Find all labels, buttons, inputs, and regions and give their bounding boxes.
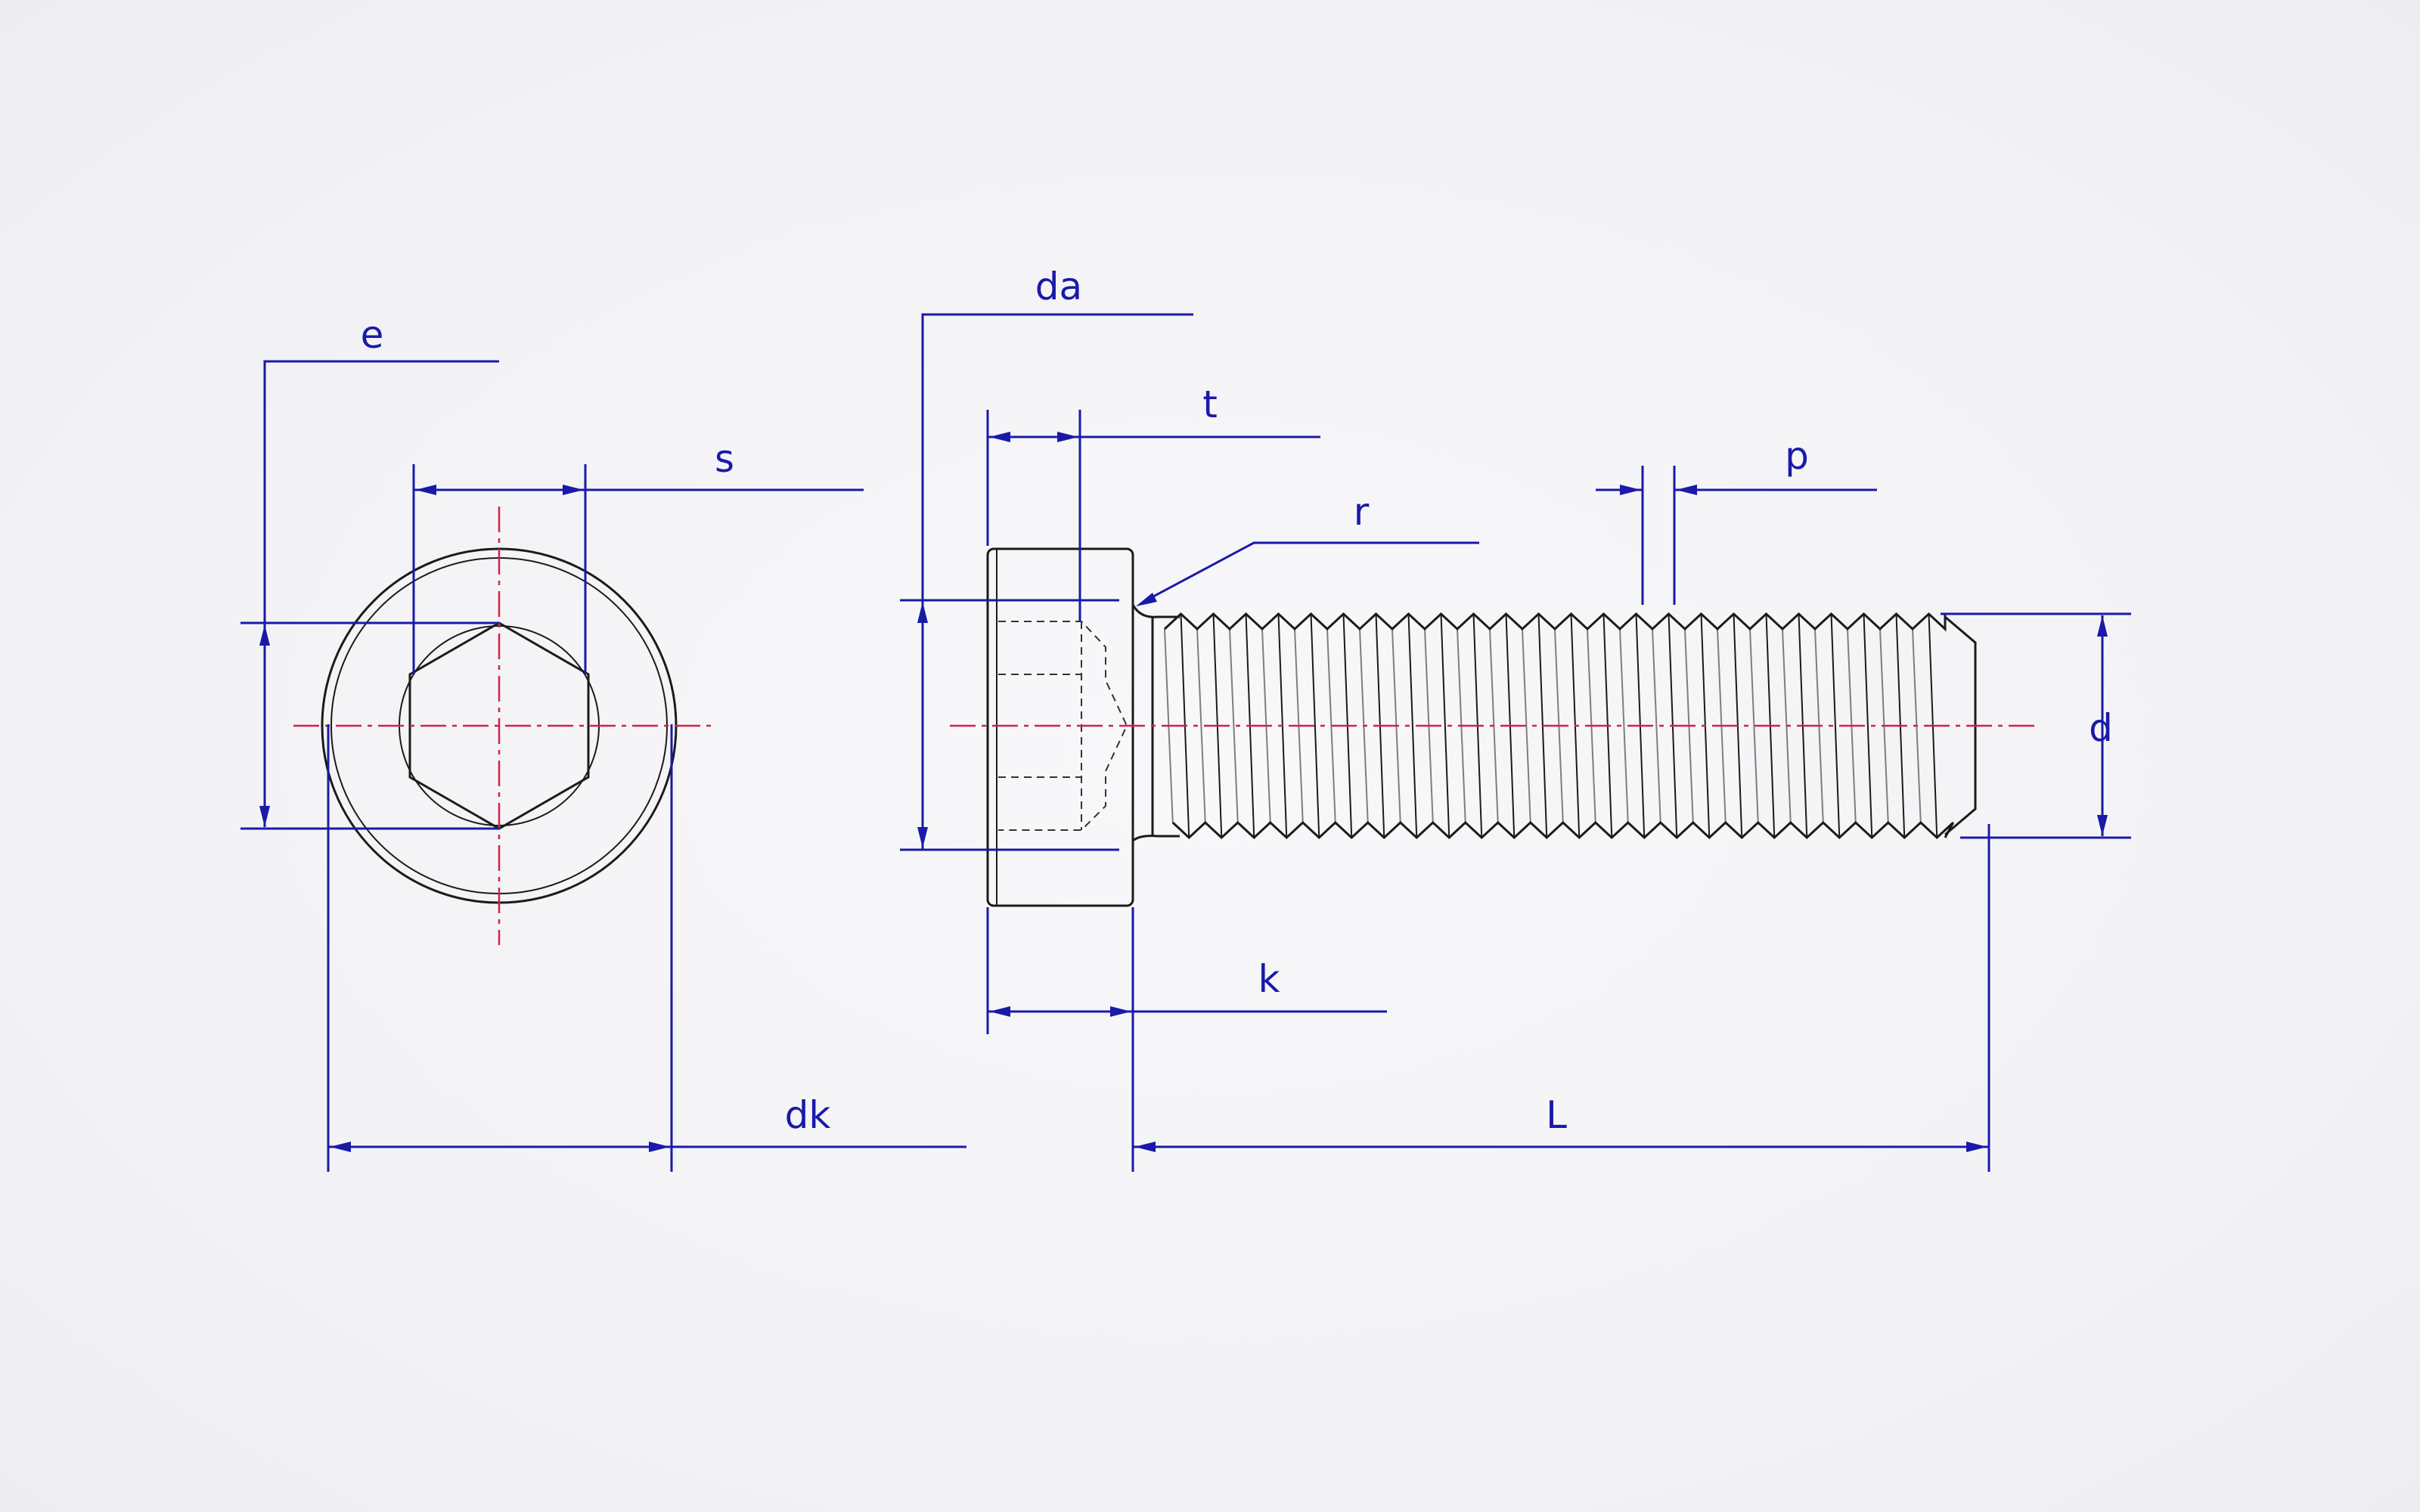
dim-da-arrow-bottom	[917, 827, 928, 848]
dim-s: s	[412, 437, 864, 674]
dim-r: r	[1136, 490, 1479, 606]
dim-k-arrow-right	[1110, 1006, 1131, 1017]
dim-L-arrow-left	[1134, 1142, 1156, 1152]
dim-k: k	[986, 907, 1387, 1172]
screw-head	[986, 547, 1134, 907]
thread-crest-line	[1537, 613, 1548, 838]
thread-root-line	[1619, 628, 1629, 823]
dim-e-arrow-bottom	[259, 806, 270, 827]
dim-L-arrow-right	[1966, 1142, 1987, 1152]
socket-hidden-outline	[998, 621, 1128, 831]
dim-d-arrow-bottom	[2097, 815, 2108, 836]
label-r: r	[1354, 490, 1370, 534]
dim-L: L	[1133, 824, 1990, 1172]
dim-d-arrow-top	[2097, 615, 2108, 637]
thread-crest-line	[1863, 613, 1873, 838]
dim-t-arrow-left	[989, 432, 1010, 442]
dim-t-arrow-right	[1057, 432, 1078, 442]
thread-crest-line	[1440, 613, 1450, 838]
thread-root-line	[1749, 628, 1759, 823]
dim-e: e	[240, 313, 499, 830]
dim-e-arrow-top	[259, 624, 270, 646]
thread-root-line	[1522, 628, 1531, 823]
label-L: L	[1546, 1093, 1567, 1137]
dim-p-arrow-right	[1676, 485, 1697, 495]
dim-k-arrow-left	[989, 1006, 1010, 1017]
dim-da: da	[900, 265, 1193, 851]
thread-root-line	[1196, 628, 1206, 823]
thread-root-line	[1229, 628, 1239, 823]
thread-root-line	[1652, 628, 1661, 823]
dim-da-arrow-top	[917, 602, 928, 623]
label-p: p	[1785, 434, 1809, 478]
label-e: e	[361, 313, 384, 357]
dim-t: t	[986, 383, 1320, 621]
label-t: t	[1202, 383, 1218, 426]
dim-r-arrow	[1136, 593, 1157, 606]
thread-crest-line	[1407, 613, 1418, 838]
thread-profile-top	[1163, 612, 1947, 632]
dim-e-leader	[263, 360, 499, 827]
dim-p: p	[1596, 434, 1877, 605]
thread-crest-line	[1310, 613, 1320, 838]
end-view	[293, 507, 711, 945]
dim-s-arrow-left	[415, 485, 436, 495]
side-view	[950, 547, 2034, 907]
dim-da-leader	[921, 313, 1193, 850]
thread-profile-bottom	[1171, 820, 1955, 840]
dim-s-arrow-right	[563, 485, 584, 495]
label-s: s	[715, 437, 734, 481]
dim-dk-arrow-right	[649, 1142, 670, 1152]
neck-fillet-bottom	[1132, 835, 1180, 842]
dim-r-leader	[1143, 541, 1479, 603]
dim-p-arrow-left	[1620, 485, 1641, 495]
label-d: d	[2089, 706, 2113, 750]
thread-crest-line	[1830, 613, 1841, 838]
label-k: k	[1258, 957, 1280, 1001]
neck-fillet-top	[1131, 604, 1180, 618]
label-da: da	[1035, 265, 1082, 308]
label-dk: dk	[785, 1093, 831, 1137]
dim-dk: dk	[327, 724, 966, 1172]
dim-dk-arrow-left	[330, 1142, 351, 1152]
